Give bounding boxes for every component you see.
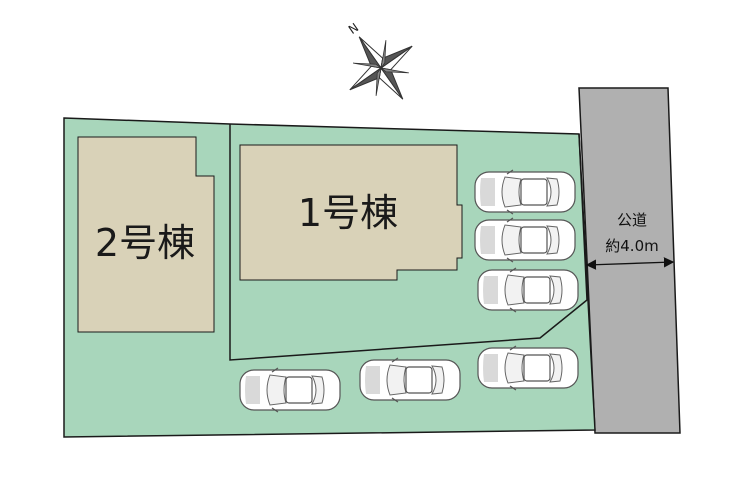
public-road: [578, 87, 681, 434]
road-width-dimension: [585, 257, 675, 270]
car-icon: [477, 267, 579, 313]
parking-space-2: [474, 217, 576, 263]
parking-space-3: [477, 267, 579, 313]
north-label: N: [346, 20, 361, 37]
building-1: [239, 144, 463, 281]
road-width-label: 約4.0m: [605, 237, 658, 255]
parking-space-6: [477, 345, 579, 391]
road-label: 公道: [617, 211, 647, 229]
car-icon: [474, 169, 576, 215]
building-2-label: 2号棟: [95, 221, 195, 265]
building-1-label: 1号棟: [298, 191, 398, 235]
car-icon: [474, 217, 576, 263]
parking-space-5: [359, 357, 461, 403]
compass-rose-icon: N: [346, 20, 413, 100]
parking-space-1: [474, 169, 576, 215]
building-2: [77, 136, 215, 333]
car-icon: [477, 345, 579, 391]
lot-1-boundary: [229, 124, 588, 361]
car-icon: [239, 367, 341, 413]
parking-space-4: [239, 367, 341, 413]
car-icon: [359, 357, 461, 403]
